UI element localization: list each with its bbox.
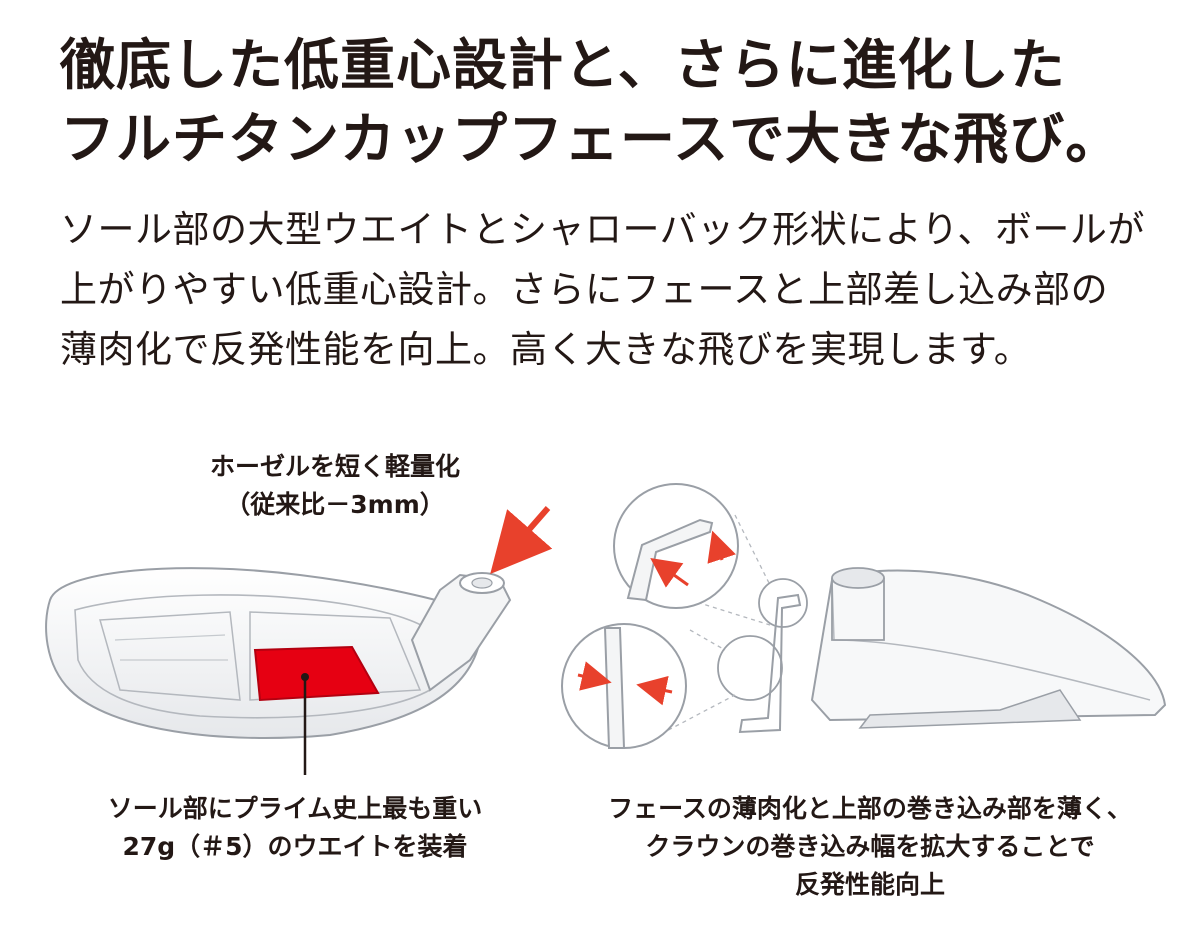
weight-caption-line-1: ソール部にプライム史上最も重い	[107, 794, 483, 823]
face-caption: フェースの薄肉化と上部の巻き込み部を薄く、 クラウンの巻き込み幅を拡大することで…	[560, 790, 1180, 904]
body-paragraph: ソール部の大型ウエイトとシャローバック形状により、ボールが 上がりやすい低重心設…	[60, 200, 1180, 380]
hosel-arrow-icon	[490, 506, 553, 575]
body-line-1: ソール部の大型ウエイトとシャローバック形状により、ボールが	[60, 208, 1145, 251]
weight-highlight	[253, 645, 380, 702]
body-line-2: 上がりやすい低重心設計。さらにフェースと上部差し込み部の	[60, 268, 1109, 311]
face-caption-line-3: 反発性能向上	[794, 870, 945, 899]
face-thickness-arrow-icon	[650, 558, 689, 588]
weight-caption: ソール部にプライム史上最も重い 27g（＃5）のウエイトを装着	[60, 790, 530, 866]
body-line-3: 薄肉化で反発性能を向上。高く大きな飛びを実現します。	[60, 328, 1032, 371]
sole-illustration	[45, 506, 553, 775]
face-caption-line-1: フェースの薄肉化と上部の巻き込み部を薄く、	[608, 794, 1132, 823]
headline-line-2: フルチタンカップフェースで大きな飛び。	[60, 107, 1122, 171]
headline: 徹底した低重心設計と、さらに進化した フルチタンカップフェースで大きな飛び。	[60, 28, 1170, 176]
face-section-illustration	[561, 483, 1167, 749]
face-caption-line-2: クラウンの巻き込み幅を拡大することで	[645, 832, 1095, 861]
hosel-caption-line-1: ホーゼルを短く軽量化	[209, 452, 460, 481]
hosel-caption: ホーゼルを短く軽量化 （従来比－3mm）	[175, 448, 495, 524]
hosel-caption-line-2: （従来比－3mm）	[225, 490, 445, 519]
weight-caption-line-2: 27g（＃5）のウエイトを装着	[122, 832, 468, 861]
headline-line-1: 徹底した低重心設計と、さらに進化した	[60, 33, 1066, 97]
